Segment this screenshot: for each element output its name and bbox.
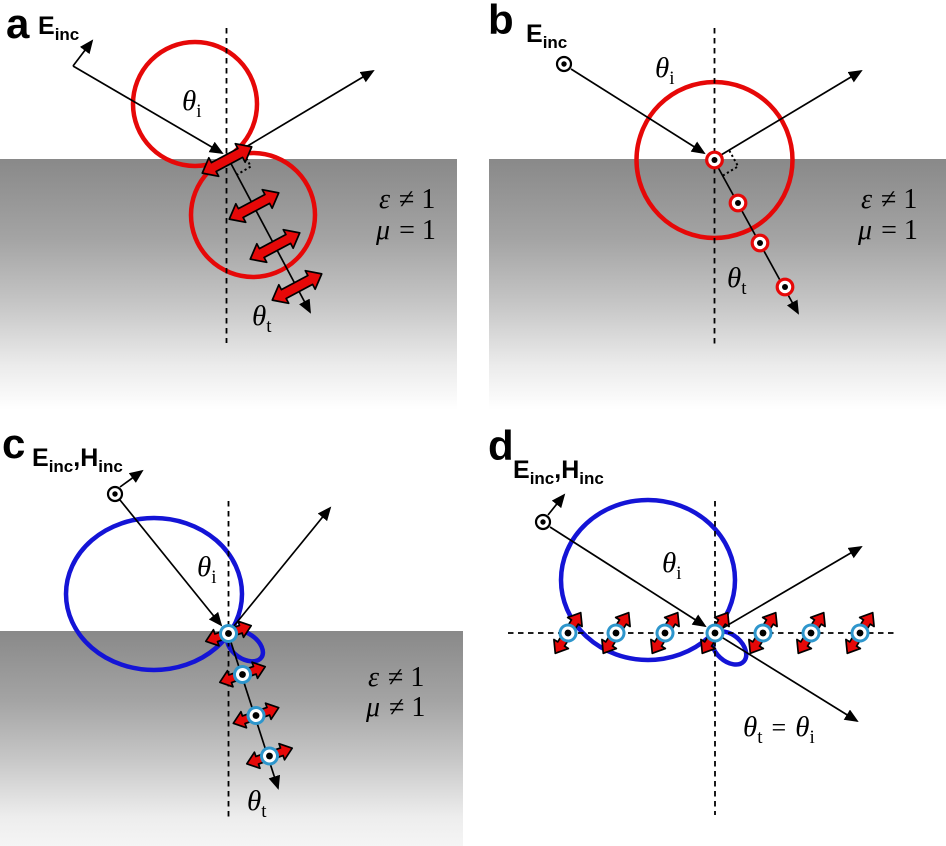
reflected-ray: [715, 69, 863, 159]
incident-field-label: Einc: [38, 12, 79, 44]
panel-letter: c: [2, 420, 25, 467]
incident-ray: [549, 526, 707, 628]
right-angle-marker: [722, 150, 740, 177]
reflected-ray: [228, 506, 332, 633]
e-field-arrow-icon: [547, 493, 566, 516]
dipole-radiation-lobe-upper: [130, 39, 260, 169]
panel-letter: d: [488, 422, 514, 469]
theta-relation-label: θt=θi: [743, 711, 815, 748]
permeability-label: μ≠ 1: [365, 692, 425, 723]
theta-t-label: θt: [252, 300, 272, 337]
huygens-radiation-main-lobe: [63, 515, 245, 673]
permittivity-label: ε≠ 1: [379, 184, 435, 215]
out-of-plane-dot-icon: [555, 55, 573, 73]
incident-field-label: Einc,Hinc: [513, 456, 604, 488]
theta-t-label: θt: [247, 785, 267, 822]
transmitted-ray: [714, 632, 859, 723]
permeability-label: μ= 1: [375, 215, 436, 246]
reflected-ray: [228, 69, 375, 158]
panel-c: c Einc,Hinc θi θt ε≠ 1 μ≠ 1: [0, 420, 463, 846]
out-of-plane-dot-icon: [106, 485, 124, 503]
huygens-source-icon: [789, 606, 833, 660]
dipole-radiation-lobe-lower: [188, 150, 318, 280]
panel-a: a Einc θi θt ε≠ 1 μ= 1: [0, 0, 457, 423]
magnetodielectric-medium: [0, 631, 463, 846]
permittivity-label: ε≠ 1: [861, 184, 917, 215]
out-of-plane-dipole-icon: [775, 277, 795, 297]
reflected-ray: [715, 545, 863, 633]
theta-i-label: θi: [655, 52, 675, 89]
permeability-label: μ= 1: [857, 215, 918, 246]
out-of-plane-dipole-icon: [705, 150, 724, 170]
theta-i-label: θi: [182, 85, 202, 122]
out-of-plane-dot-icon: [534, 513, 552, 531]
e-field-arrow-icon: [72, 39, 94, 67]
huygens-radiation-main-lobe: [558, 497, 738, 663]
incident-field-label: Einc,Hinc: [32, 444, 123, 476]
e-field-arrow-icon: [119, 469, 144, 488]
permittivity-label: ε≠ 1: [368, 662, 424, 693]
incident-field-label: Einc: [526, 20, 567, 52]
incident-ray: [72, 65, 224, 155]
incident-ray: [119, 499, 223, 627]
dielectric-medium: [0, 159, 457, 423]
panel-letter: a: [6, 0, 30, 47]
dielectric-medium: [489, 159, 946, 423]
panel-d: d Einc,Hinc θi θt=θi: [488, 422, 896, 815]
theta-t-label: θt: [727, 262, 747, 299]
panel-b: b Einc θi θt ε≠ 1 μ= 1: [488, 0, 946, 423]
theta-i-label: θi: [662, 547, 682, 584]
panel-letter: b: [488, 0, 514, 43]
huygens-source-icon: [838, 606, 882, 660]
incident-ray: [570, 68, 706, 155]
out-of-plane-dipole-icon: [728, 193, 748, 213]
theta-i-label: θi: [197, 551, 217, 588]
out-of-plane-dipole-icon: [750, 233, 770, 253]
